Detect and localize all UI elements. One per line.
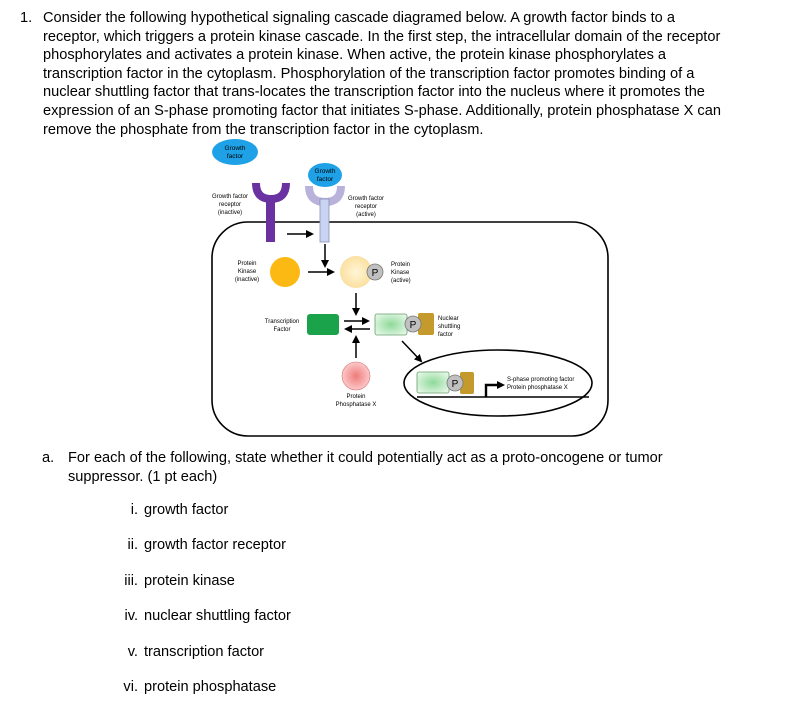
tf-active-nuclear (416, 371, 450, 394)
list-item-number: v. (127, 644, 138, 660)
shuttling-label: factor (438, 332, 453, 338)
part-a-text: For each of the following, state whether… (68, 449, 768, 486)
phosphate-symbol: P (372, 268, 379, 279)
list-item-number: i. (130, 502, 138, 518)
kinase-active (340, 256, 372, 288)
phosphate-symbol: P (452, 379, 459, 390)
arrow-to-nucleus (401, 340, 423, 363)
part-a-line: For each of the following, state whether… (68, 450, 663, 466)
phosphate-symbol: P (410, 320, 417, 331)
list-item: iv. nuclear shuttling factor (0, 608, 797, 626)
receptor-inactive-label: Growth factor (212, 194, 248, 200)
question-line: receptor, which triggers a protein kinas… (43, 28, 721, 45)
phosphatase-label: Protein (346, 394, 365, 400)
kinase-inactive-label: Protein (237, 261, 256, 267)
gene-label: S-phase promoting factor (507, 377, 574, 383)
promoter-arrow (484, 383, 498, 397)
tf-active (374, 313, 408, 336)
receptor-active (305, 185, 345, 243)
question-line: remove the phosphate from the transcript… (43, 121, 484, 138)
receptor-active-label: Growth factor (348, 196, 384, 202)
question-line: expression of an S-phase promoting facto… (43, 102, 721, 119)
part-a-line: suppressor. (1 pt each) (68, 468, 218, 485)
list-item: i. growth factor (0, 502, 797, 520)
question-line: phosphorylates and activates a protein k… (43, 47, 667, 64)
phosphatase (341, 361, 371, 391)
list-item: v. transcription factor (0, 644, 797, 662)
shuttling-label: shuttling (438, 324, 460, 330)
growth-factor-label: Growth (225, 145, 246, 152)
kinase-inactive-label: (inactive) (235, 277, 259, 283)
question-line: transcription factor in the cytoplasm. P… (43, 65, 695, 82)
phosphate (446, 374, 464, 392)
receptor-inactive-label: receptor (219, 202, 241, 208)
nucleus (403, 349, 593, 417)
phosphatase-label: Phosphatase X (336, 402, 377, 408)
list-item: ii. growth factor receptor (0, 537, 797, 555)
kinase-inactive-label: Kinase (238, 269, 257, 275)
tf-inactive (307, 314, 339, 335)
promoter-arrow-head (497, 381, 505, 389)
growth-factor-label: factor (227, 153, 244, 160)
phosphate (404, 315, 422, 333)
list-item: vi. protein phosphatase (0, 679, 797, 697)
list-item-text: growth factor (144, 502, 229, 518)
growth-factor-bound-label: Growth (315, 168, 336, 175)
receptor-active-label: (active) (356, 212, 376, 218)
question-line: nuclear shuttling factor that trans-loca… (43, 84, 705, 101)
shuttling-factor-nuclear (460, 372, 474, 394)
list-item: iii. protein kinase (0, 573, 797, 591)
kinase-active-label: (active) (391, 278, 411, 284)
question-text: Consider the following hypothetical sign… (43, 9, 778, 139)
receptor-inactive (252, 182, 290, 242)
list-item-text: protein kinase (144, 573, 235, 589)
list-item-text: growth factor receptor (144, 537, 286, 553)
growth-factor-bound-label: factor (317, 176, 334, 183)
question-number: 1. (20, 10, 33, 26)
kinase-active-label: Kinase (391, 270, 410, 276)
receptor-inactive-label: (inactive) (218, 210, 242, 216)
part-a-label: a. (42, 450, 55, 466)
phosphate (366, 263, 384, 281)
cell-membrane (211, 221, 609, 437)
list-item-text: nuclear shuttling factor (144, 608, 291, 624)
tf-label: Factor (273, 327, 290, 333)
gene-label: Protein phosphatase X (507, 385, 568, 391)
list-item-text: transcription factor (144, 644, 265, 660)
tf-label: Transcription (265, 319, 299, 325)
list-item-number: ii. (127, 537, 138, 553)
receptor-active-label: receptor (355, 204, 377, 210)
kinase-inactive (270, 257, 300, 287)
list-item-number: iv. (124, 608, 138, 624)
list-item-number: iii. (124, 573, 138, 589)
list-item-number: vi. (123, 679, 138, 695)
growth-factor-free (212, 139, 258, 165)
growth-factor-bound (308, 163, 342, 187)
shuttling-factor (418, 313, 434, 335)
kinase-active-label: Protein (391, 262, 410, 268)
shuttling-label: Nuclear (438, 316, 459, 322)
list-item-text: protein phosphatase (144, 679, 277, 695)
question-line: Consider the following hypothetical sign… (43, 10, 675, 26)
